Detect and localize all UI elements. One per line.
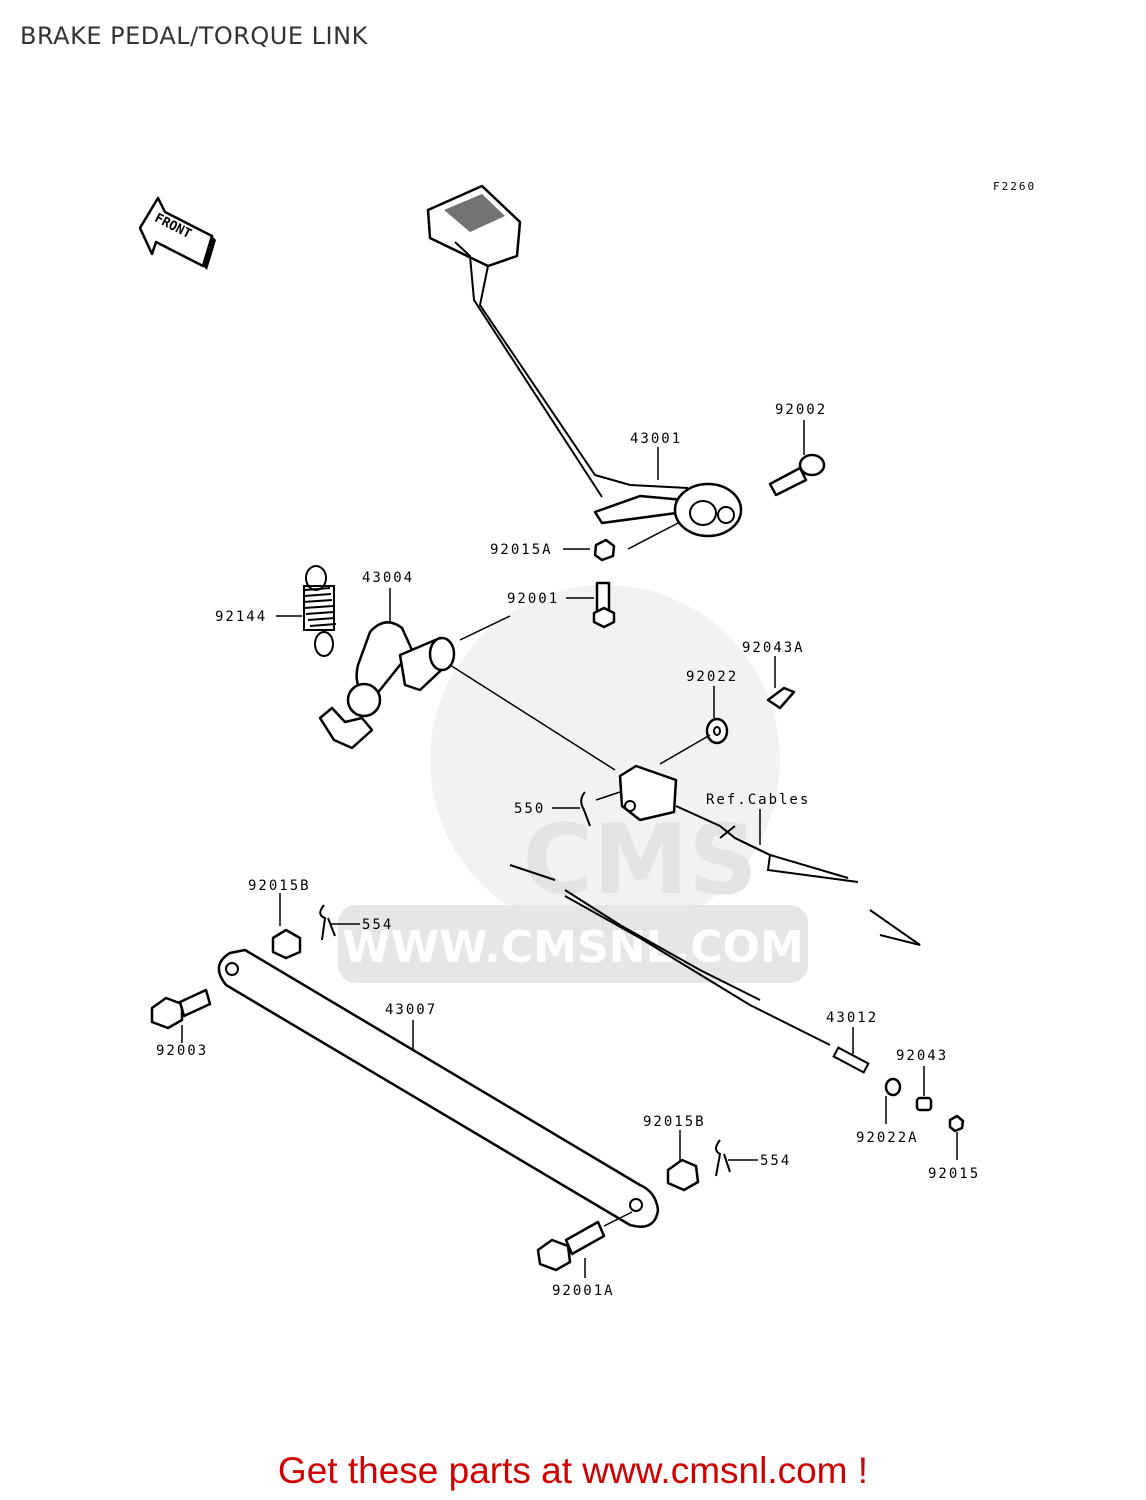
torque-link-43007 [217,948,660,1228]
label-92043: 92043 [896,1048,948,1064]
nut-92015B-top [271,928,302,960]
brake-pedal-43001 [426,184,743,538]
label-92015A: 92015A [490,542,553,558]
cable-ref [509,805,921,1046]
label-92001: 92001 [507,591,559,607]
label-550: 550 [514,801,545,817]
part-labels: 43001 92002 92015A 92001 43004 92144 920… [156,402,980,1299]
bolt-92003 [150,988,212,1030]
label-92003: 92003 [156,1043,208,1059]
label-43001: 43001 [630,431,682,447]
label-43007: 43007 [385,1002,437,1018]
pin-92043A [766,686,796,710]
watermark-banner [338,905,808,983]
clevis [618,764,678,822]
label-92043A: 92043A [742,640,805,656]
adjuster-43012 [832,1046,870,1074]
pin-92043 [915,1096,933,1112]
label-43012: 43012 [826,1010,878,1026]
nut-92015 [948,1114,965,1133]
bolt-92002 [768,453,826,497]
label-554-bottom: 554 [760,1153,791,1169]
clip-554-top [319,904,336,941]
washer-92022 [705,717,729,745]
watermark-mascot [430,585,780,935]
watermark: CMS WWW.CMSNL.COM [338,585,808,983]
footer-promo-link[interactable]: Get these parts at www.cmsnl.com ! [277,1450,869,1491]
bolt-92001 [592,581,616,629]
cotter-pin-550 [580,791,591,827]
label-554-top: 554 [362,917,393,933]
watermark-brand: CMS [522,804,757,916]
label-92015B-bottom: 92015B [643,1114,706,1130]
leader-lines [181,420,958,1278]
brake-lever-43004 [318,621,456,750]
spring-92144 [302,565,337,657]
label-92002: 92002 [775,402,827,418]
label-92001A: 92001A [552,1283,615,1299]
watermark-url: WWW.CMSNL.COM [342,922,804,973]
label-92022: 92022 [686,669,738,685]
label-43004: 43004 [362,570,414,586]
clip-554-bottom [715,1139,731,1177]
label-92144: 92144 [215,609,267,625]
washer-92022A [884,1077,902,1097]
nut-92015B-bottom [666,1158,700,1192]
page-title: BRAKE PEDAL/TORQUE LINK [20,22,368,50]
label-92022A: 92022A [856,1130,919,1146]
bolt-92001A [536,1220,606,1272]
label-92015B-top: 92015B [248,878,311,894]
figure-code: F2260 [993,180,1036,193]
nut-92015A [593,538,616,562]
label-ref-cables: Ref.Cables [706,792,810,808]
label-92015: 92015 [928,1166,980,1182]
front-arrow-icon: FRONT [138,196,216,270]
